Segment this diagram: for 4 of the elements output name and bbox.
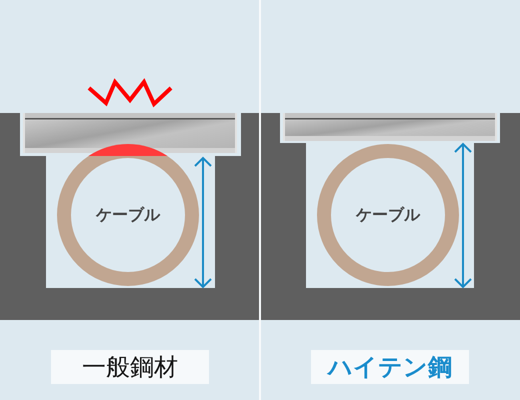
label-box: ハイテン鋼 (311, 350, 469, 384)
cable-ring: ケーブル (57, 144, 199, 286)
cable-ring: ケーブル (317, 144, 459, 286)
label-box: 一般鋼材 (51, 350, 209, 384)
